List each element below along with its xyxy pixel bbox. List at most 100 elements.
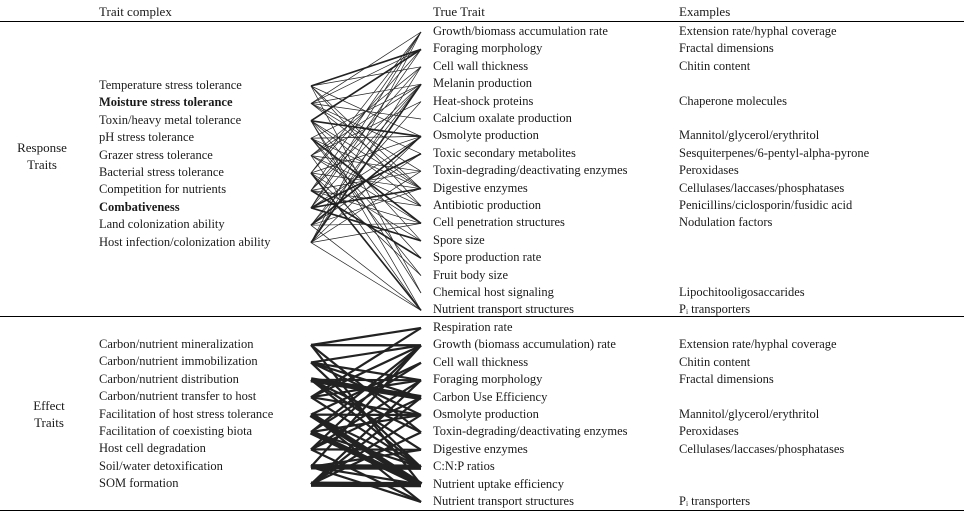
effect-true-trait-item: Digestive enzymes <box>433 441 528 456</box>
effect-link-line <box>310 327 422 399</box>
effect-link-line <box>310 344 422 451</box>
effect-complex-item: Host cell degradation <box>99 441 206 456</box>
response-true-trait-item: Cell wall thickness <box>433 58 529 73</box>
effect-true-trait-item: Nutrient transport structures <box>433 494 574 508</box>
effect-link-line <box>310 344 422 364</box>
section-divider <box>0 316 964 317</box>
response-true-trait-item: Antibiotic production <box>433 198 541 212</box>
response-true-trait-item: Foraging morphology <box>433 41 543 56</box>
effect-complex-item: Carbon/nutrient distribution <box>99 371 239 386</box>
response-example-item: Peroxidases <box>679 163 739 178</box>
effect-example-item: Cellulases/laccases/phosphatases <box>679 441 845 456</box>
effect-link-line <box>310 396 422 486</box>
response-label-line2: Traits <box>27 157 57 172</box>
response-link-line <box>310 135 422 226</box>
effect-link-line <box>310 344 422 468</box>
response-complex-item: Moisture stress tolerance <box>99 95 233 110</box>
effect-link-line <box>310 379 422 451</box>
response-true-trait-item: Growth/biomass accumulation rate <box>433 24 608 38</box>
response-link-line <box>310 31 422 243</box>
response-label-line1: Response <box>17 140 67 155</box>
response-link-line <box>310 31 422 174</box>
response-example-item: Fractal dimensions <box>679 41 774 56</box>
effect-complex-item: Carbon/nutrient immobilization <box>99 354 258 369</box>
effect-true-trait-item: Growth (biomass accumulation) rate <box>433 337 616 352</box>
effect-true-trait-item: Osmolyte production <box>433 407 539 421</box>
effect-true-trait-item: Toxin-degrading/deactivating enzymes <box>433 424 628 439</box>
response-example-item: Penicillins/ciclosporin/fusidic acid <box>679 198 853 212</box>
effect-traits-label: Effect Traits <box>9 397 89 431</box>
response-link-line <box>310 136 422 243</box>
response-link-line <box>310 31 422 208</box>
response-true-trait-item: Melanin production <box>433 76 532 91</box>
effect-complex-item: SOM formation <box>99 476 179 491</box>
effect-example-item: Extension rate/hyphal coverage <box>679 337 837 352</box>
effect-true-trait-item: Foraging morphology <box>433 372 543 387</box>
effect-link-line <box>310 379 422 485</box>
response-complex-item: pH stress tolerance <box>99 130 195 145</box>
effect-link-line <box>310 414 422 486</box>
effect-example-item: Chitin content <box>679 354 751 369</box>
response-link-line <box>310 136 422 209</box>
response-complex-item: Combativeness <box>99 199 180 214</box>
response-true-trait-item: Heat-shock proteins <box>433 93 534 108</box>
response-complex-item: Host infection/colonization ability <box>99 234 271 249</box>
response-complex-item: Temperature stress tolerance <box>99 78 242 92</box>
response-example-item: Nodulation factors <box>679 215 773 230</box>
effect-label-line2: Traits <box>34 415 64 430</box>
effect-link-line <box>310 344 422 399</box>
response-link-line <box>310 49 422 208</box>
response-true-trait-item: Digestive enzymes <box>433 180 528 195</box>
response-complex-item: Competition for nutrients <box>99 182 227 197</box>
bottom-rule <box>0 510 964 511</box>
response-example-item: Mannitol/glycerol/erythritol <box>679 128 820 143</box>
effect-complex-item: Facilitation of host stress tolerance <box>99 406 274 421</box>
response-true-trait-item: Chemical host signaling <box>433 285 554 299</box>
header-examples: Examples <box>679 4 731 19</box>
effect-example-item: Peroxidases <box>679 424 739 439</box>
response-link-line <box>310 83 422 209</box>
response-example-item: Chitin content <box>679 58 751 73</box>
response-link-line <box>310 242 422 311</box>
effect-complex-item: Carbon/nutrient mineralization <box>99 337 254 351</box>
response-link-line <box>310 223 422 243</box>
response-true-trait-item: Spore production rate <box>433 250 542 265</box>
effect-complex-item: Facilitation of coexisting biota <box>99 424 253 438</box>
response-example-item: Chaperone molecules <box>679 93 787 108</box>
response-example-item: Sesquiterpenes/6-pentyl-alpha-pyrone <box>679 145 870 160</box>
effect-example-item: Fractal dimensions <box>679 372 774 387</box>
response-complex-item: Grazer stress tolerance <box>99 147 213 162</box>
effect-true-trait-item: C:N:P ratios <box>433 459 495 474</box>
effect-example-item: Pᵢ transporters <box>679 494 751 508</box>
response-example-item: Lipochitooligosaccarides <box>679 285 805 299</box>
response-example-item: Extension rate/hyphal coverage <box>679 24 837 38</box>
response-true-trait-item: Fruit body size <box>433 267 508 282</box>
effect-example-item: Mannitol/glycerol/erythritol <box>679 407 820 421</box>
response-true-trait-item: Nutrient transport structures <box>433 302 574 317</box>
effect-link-line <box>310 396 422 451</box>
response-true-trait-item: Calcium oxalate production <box>433 111 572 125</box>
effect-true-trait-item: Carbon Use Efficiency <box>433 389 548 404</box>
response-example-item: Cellulases/laccases/phosphatases <box>679 180 845 195</box>
effect-true-trait-item: Respiration rate <box>433 320 513 334</box>
response-true-trait-item: Toxin-degrading/deactivating enzymes <box>433 163 628 178</box>
header-trait-complex: Trait complex <box>99 4 172 19</box>
response-link-line <box>310 66 422 243</box>
response-traits-label: Response Traits <box>2 139 82 173</box>
effect-link-line <box>310 326 422 347</box>
effect-link-line <box>310 344 422 433</box>
effect-link-line <box>310 431 422 486</box>
response-link-line <box>310 31 422 191</box>
response-true-trait-item: Toxic secondary metabolites <box>433 145 576 160</box>
response-true-trait-item: Osmolyte production <box>433 128 539 143</box>
response-complex-item: Bacterial stress tolerance <box>99 165 224 179</box>
top-rule <box>0 21 964 22</box>
response-complex-item: Toxin/heavy metal tolerance <box>99 112 242 127</box>
response-link-line <box>310 170 422 243</box>
response-link-line <box>310 31 422 104</box>
response-true-trait-item: Spore size <box>433 232 485 247</box>
header-true-trait: True Trait <box>433 4 485 19</box>
effect-complex-item: Soil/water detoxification <box>99 458 223 473</box>
effect-true-trait-item: Cell wall thickness <box>433 354 529 369</box>
